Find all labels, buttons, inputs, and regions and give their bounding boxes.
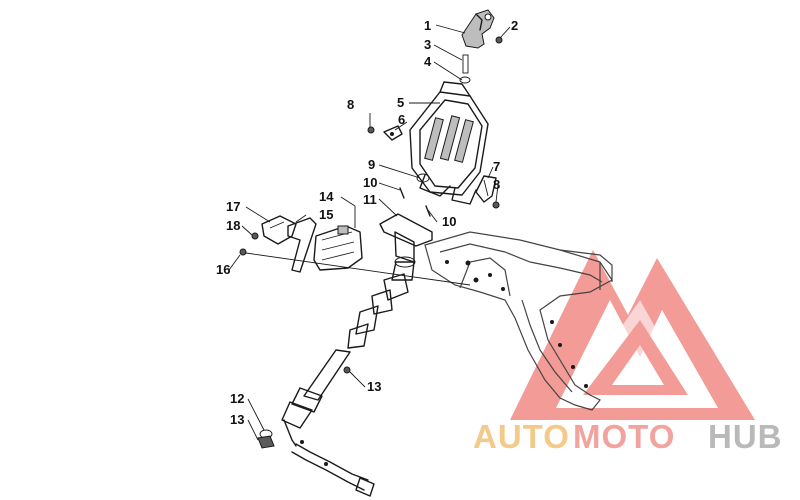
steering-shaft-upper bbox=[347, 261, 415, 349]
callout-10-right: 10 bbox=[442, 214, 456, 229]
watermark-wordmark: AUTO MOTO HUB bbox=[473, 418, 783, 455]
part-11-t-clamp bbox=[379, 213, 433, 268]
callout-6: 6 bbox=[398, 112, 405, 127]
part-13-nut-lower bbox=[257, 435, 275, 449]
callout-15: 15 bbox=[319, 207, 333, 222]
part-3-spacer bbox=[462, 54, 469, 74]
callout-13-upper: 13 bbox=[367, 379, 381, 394]
callout-10-left: 10 bbox=[363, 175, 377, 190]
callout-16: 16 bbox=[216, 262, 230, 277]
part-2-bolt bbox=[495, 36, 503, 44]
part-10-pin-right bbox=[425, 205, 431, 217]
callout-12: 12 bbox=[230, 391, 244, 406]
callout-7: 7 bbox=[493, 159, 500, 174]
watermark-hub: HUB bbox=[708, 418, 783, 455]
part-17-bracket bbox=[261, 215, 297, 245]
part-9-ring bbox=[416, 173, 430, 183]
callout-14: 14 bbox=[319, 189, 334, 204]
vehicle-frame bbox=[424, 231, 613, 411]
part-8-bolt-right bbox=[492, 201, 500, 209]
callout-2: 2 bbox=[511, 18, 518, 33]
part-7-clip bbox=[475, 175, 497, 203]
watermark-moto: MOTO bbox=[573, 418, 675, 455]
part-6-clip bbox=[383, 125, 403, 141]
callout-3: 3 bbox=[424, 37, 431, 52]
leader-lines bbox=[228, 24, 511, 441]
watermark-logo bbox=[510, 250, 755, 420]
part-1-top-cap bbox=[461, 9, 495, 49]
steering-shaft-lower bbox=[281, 349, 375, 497]
callout-18: 18 bbox=[226, 218, 240, 233]
part-8-bolt-left bbox=[367, 126, 375, 134]
callout-11: 11 bbox=[363, 192, 377, 207]
callout-17: 17 bbox=[226, 199, 240, 214]
callout-9: 9 bbox=[368, 157, 375, 172]
callout-4: 4 bbox=[424, 54, 432, 69]
part-14-cover bbox=[313, 225, 363, 271]
part-15-bracket bbox=[287, 217, 317, 273]
watermark-auto: AUTO bbox=[473, 418, 570, 455]
callout-5: 5 bbox=[397, 95, 404, 110]
part-5-steering-bracket bbox=[409, 81, 489, 205]
part-4-washer bbox=[459, 76, 471, 84]
callout-1: 1 bbox=[424, 18, 431, 33]
callout-13-lower: 13 bbox=[230, 412, 244, 427]
callout-8-right: 8 bbox=[493, 177, 500, 192]
part-16-bolt bbox=[239, 248, 471, 286]
part-10-pin-left bbox=[399, 187, 405, 199]
callout-8-left: 8 bbox=[347, 97, 354, 112]
part-18-bolt bbox=[251, 232, 259, 240]
callout-labels: 1 2 3 4 5 8 6 7 8 9 10 10 11 14 15 17 18… bbox=[216, 18, 518, 427]
